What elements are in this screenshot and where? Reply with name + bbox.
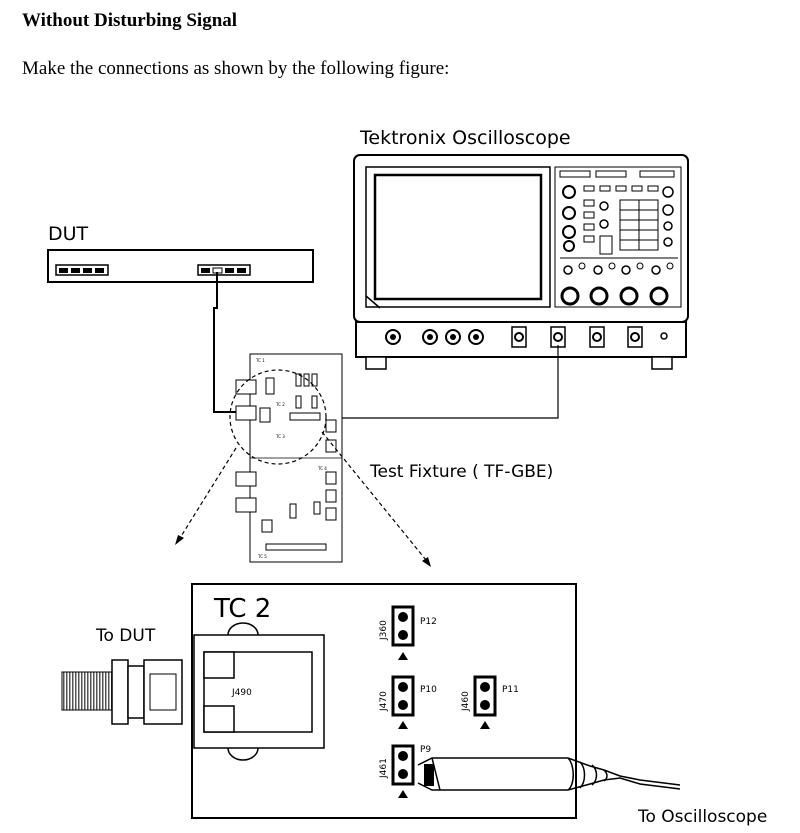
oscilloscope-label: Tektronix Oscilloscope [359, 127, 571, 149]
fixture-label-tc2: TC 2 [275, 402, 285, 407]
jumper-p11: P11 J460 [461, 675, 519, 729]
connector-label: J490 [231, 688, 252, 698]
jumper-p10: P10 J470 [379, 675, 437, 729]
section-heading: Without Disturbing Signal [22, 10, 238, 31]
jumper-p9: P9 J461 [379, 744, 431, 798]
detail-title: TC 2 [213, 594, 271, 624]
to-oscilloscope-label: To Oscilloscope [637, 807, 767, 827]
to-dut-label: To DUT [95, 626, 156, 646]
jumper-p12: P12 J360 [379, 605, 437, 660]
jumper-j360-id: J360 [379, 620, 389, 641]
jumper-p11-name: P11 [502, 685, 519, 695]
fixture-label-tc5: TC 5 [257, 554, 267, 559]
instruction-text: Make the connections as shown by the fol… [22, 58, 450, 79]
fixture-label-tc4: TC 4 [317, 466, 327, 471]
dut-device: DUT [47, 223, 314, 283]
test-fixture-label: Test Fixture ( TF-GBE) [369, 462, 553, 482]
oscilloscope-probe: To Oscilloscope [417, 757, 767, 827]
test-fixture: TC 1 TC 2 TC 3 TC 4 TC 5 Test Fixture ( … [229, 353, 553, 563]
zoom-circle [229, 369, 327, 465]
jumper-j461-id: J461 [379, 758, 389, 779]
tc2-detail-board: TC 2 J490 P12 J360 P10 J470 [191, 583, 577, 819]
jumper-j460-id: J460 [461, 691, 471, 712]
jumper-p9-name: P9 [420, 745, 431, 755]
zoom-indicator-lines [175, 431, 431, 567]
jumper-p12-name: P12 [420, 617, 437, 627]
oscilloscope: Tektronix Oscilloscope [353, 127, 689, 370]
jumper-p10-name: P10 [420, 685, 437, 695]
jumper-j470-id: J470 [379, 691, 389, 712]
fixture-label-tc1: TC 1 [255, 358, 265, 363]
fixture-label-tc3: TC 3 [275, 434, 285, 439]
to-dut-cable: To DUT [61, 626, 183, 725]
dut-label: DUT [48, 223, 89, 245]
